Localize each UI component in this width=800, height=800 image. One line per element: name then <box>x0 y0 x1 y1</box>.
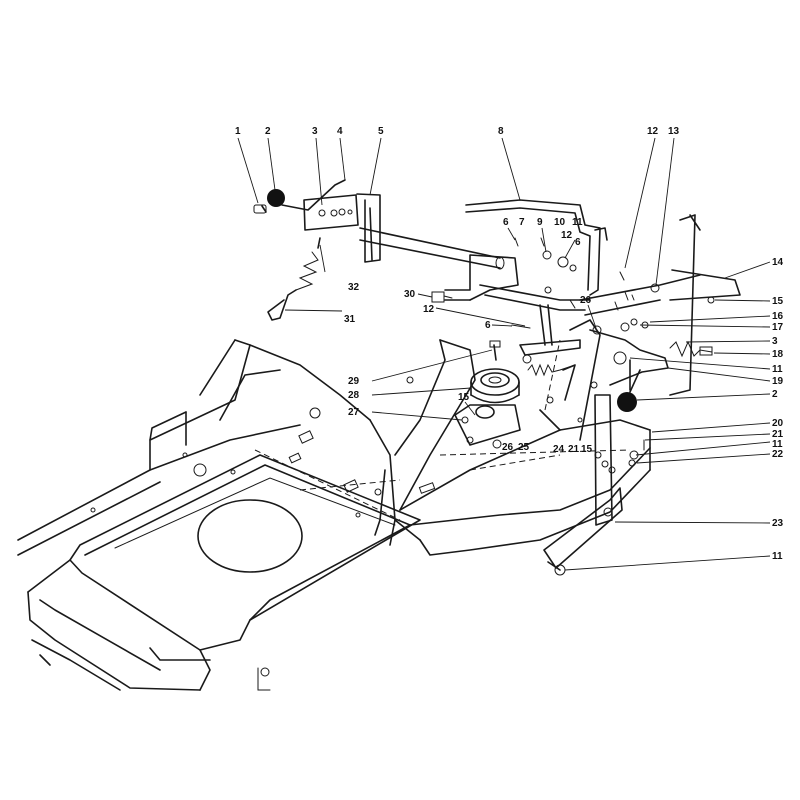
callout-30: 30 <box>404 289 416 300</box>
callout-29: 29 <box>348 376 360 387</box>
callout-12: 12 <box>423 304 435 315</box>
mower-frame <box>17 339 651 691</box>
lift-bracket-assembly <box>543 214 741 576</box>
callout-28: 28 <box>348 390 360 401</box>
callout-27: 27 <box>348 407 360 418</box>
callout-3: 3 <box>312 126 318 137</box>
callout-15: 15 <box>772 296 784 307</box>
callout-15: 15 <box>581 444 593 455</box>
callout-7: 7 <box>519 217 525 228</box>
callout-3: 3 <box>772 336 778 347</box>
lever-assembly <box>253 179 608 449</box>
callout-5: 5 <box>378 126 384 137</box>
callout-8: 8 <box>498 126 504 137</box>
callout-11: 11 <box>772 439 783 450</box>
callout-2: 2 <box>772 389 778 400</box>
callout-24: 24 <box>553 444 565 455</box>
callout-6: 6 <box>485 320 491 331</box>
callout-31: 31 <box>344 314 356 325</box>
callout-4: 4 <box>337 126 343 137</box>
callout-11: 11 <box>572 217 583 228</box>
callout-12: 12 <box>647 126 659 137</box>
callout-9: 9 <box>537 217 543 228</box>
callout-21: 21 <box>772 429 784 440</box>
callout-25: 25 <box>518 442 530 453</box>
callout-22: 22 <box>772 449 784 460</box>
callout-10: 10 <box>554 217 566 228</box>
callout-23: 23 <box>772 518 784 529</box>
callout-16: 16 <box>772 311 784 322</box>
callout-11: 11 <box>772 551 783 562</box>
callout-6: 6 <box>503 217 509 228</box>
callout-13: 13 <box>668 126 680 137</box>
callout-20: 20 <box>772 418 784 429</box>
callout-2: 2 <box>265 126 271 137</box>
callout-1: 1 <box>235 126 241 137</box>
callout-17: 17 <box>772 322 784 333</box>
leader-lines <box>237 137 771 571</box>
callout-21: 21 <box>568 444 580 455</box>
callout-19: 19 <box>772 376 784 387</box>
callout-12: 12 <box>561 230 573 241</box>
callout-32: 32 <box>348 282 360 293</box>
callout-11: 11 <box>772 364 783 375</box>
callout-26: 26 <box>580 295 592 306</box>
callout-18: 18 <box>772 349 784 360</box>
callout-14: 14 <box>772 257 784 268</box>
callout-15: 15 <box>458 392 470 403</box>
callout-26: 26 <box>502 442 514 453</box>
callout-labels: 1 2 3 4 5 8 12 13 6 7 9 10 11 12 6 14 15… <box>235 126 784 562</box>
callout-6: 6 <box>575 237 581 248</box>
